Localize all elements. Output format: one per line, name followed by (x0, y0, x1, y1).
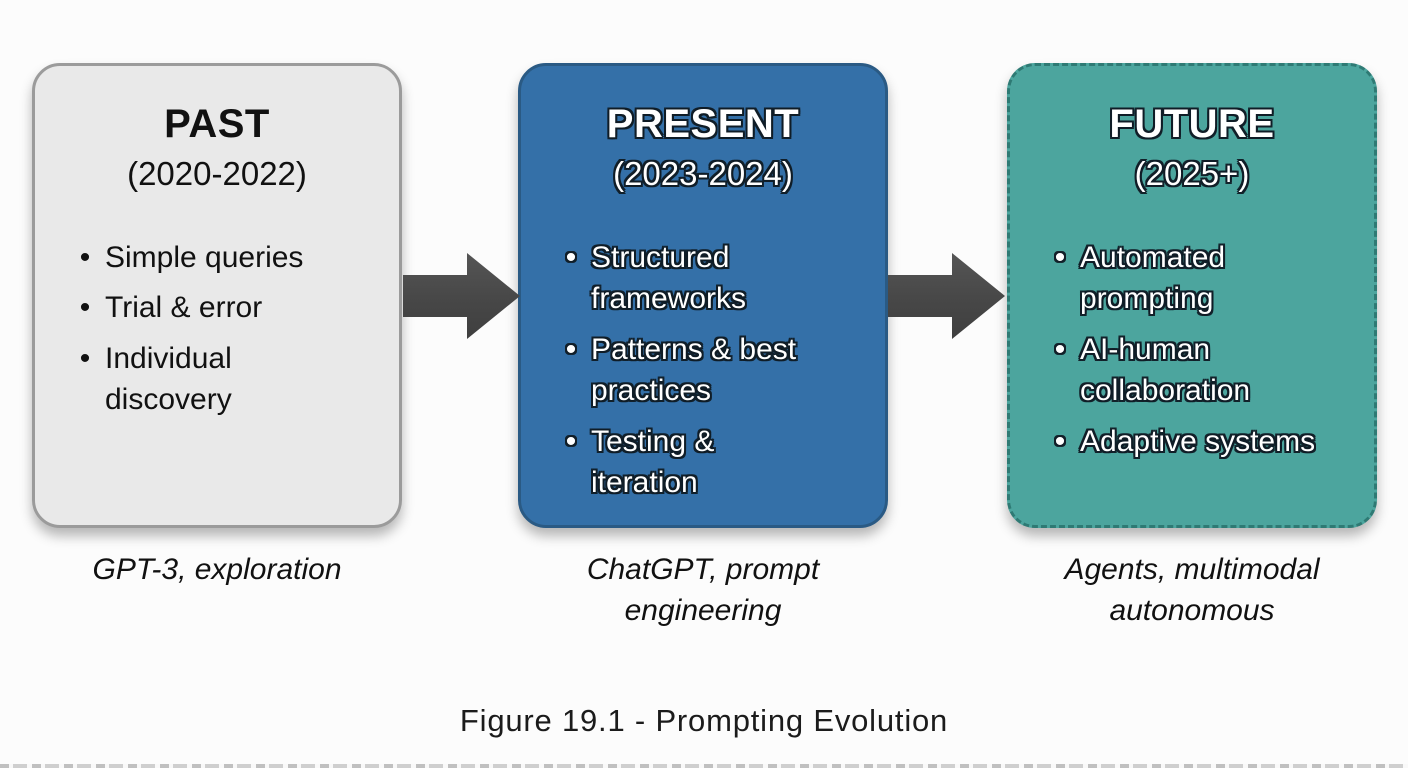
list-item: • AI-human collaboration (1040, 329, 1374, 412)
bullet-icon: • (1054, 332, 1066, 366)
stage-caption-text: Agents, multimodal autonomous (1064, 553, 1320, 627)
cropped-text-artifact (0, 764, 1408, 768)
stage-title-future: FUTURE (1109, 102, 1275, 146)
stage-period-past: (2020-2022) (127, 155, 307, 192)
list-item: • Adaptive systems (1040, 421, 1374, 462)
bullet-label: AI-human collaboration (1080, 332, 1251, 408)
list-item: • Trial & error (65, 287, 399, 328)
stage-card-future: FUTURE (2025+) • Automated prompting • A… (1007, 63, 1377, 528)
bullet-label: Automated prompting (1080, 241, 1226, 316)
stage-caption-present: ChatGPT, prompt engineering (518, 550, 888, 631)
stage-period-future: (2025+) (1134, 155, 1250, 192)
stage-card-present: PRESENT (2023-2024) • Structured framewo… (518, 63, 888, 528)
stage-bullets-future: • Automated prompting • AI-human collabo… (1010, 237, 1374, 462)
stage-title-present: PRESENT (606, 102, 800, 146)
stage-caption-past: GPT-3, exploration (32, 550, 402, 591)
bullet-label: Testing & iteration (591, 424, 715, 499)
bullet-icon: • (79, 341, 91, 375)
bullet-icon: • (1054, 241, 1066, 274)
right-arrow-icon (888, 253, 1005, 339)
bullet-icon: • (79, 291, 91, 325)
bullet-label: Structured frameworks (591, 241, 747, 316)
list-item: • Simple queries (65, 237, 399, 278)
bullet-label: Trial & error (105, 291, 263, 325)
bullet-label: Simple queries (105, 241, 304, 274)
bullet-icon: • (565, 332, 577, 366)
stage-bullets-past: • Simple queries • Trial & error • Indiv… (35, 237, 399, 421)
bullet-label: Individual discovery (105, 341, 232, 417)
bullet-label: Patterns & best practices (591, 332, 797, 408)
bullet-icon: • (565, 424, 577, 458)
stage-caption-text: GPT-3, exploration (92, 553, 342, 586)
stage-caption-text: ChatGPT, prompt engineering (586, 553, 820, 627)
right-arrow-icon (403, 253, 520, 339)
list-item: • Automated prompting (1040, 237, 1374, 320)
bullet-icon: • (1054, 424, 1066, 458)
bullet-label: Adaptive systems (1080, 424, 1316, 458)
stage-card-past: PAST (2020-2022) • Simple queries • Tria… (32, 63, 402, 528)
figure-caption: Figure 19.1 - Prompting Evolution (459, 703, 949, 738)
stage-caption-future: Agents, multimodal autonomous (1007, 550, 1377, 631)
stage-bullets-present: • Structured frameworks • Patterns & bes… (521, 237, 885, 503)
list-item: • Structured frameworks (551, 237, 885, 320)
list-item: • Individual discovery (65, 338, 399, 421)
bullet-icon: • (79, 241, 91, 274)
bullet-icon: • (565, 241, 577, 274)
list-item: • Testing & iteration (551, 421, 885, 504)
stage-period-present: (2023-2024) (613, 155, 793, 192)
list-item: • Patterns & best practices (551, 329, 885, 412)
stage-title-past: PAST (164, 102, 270, 146)
